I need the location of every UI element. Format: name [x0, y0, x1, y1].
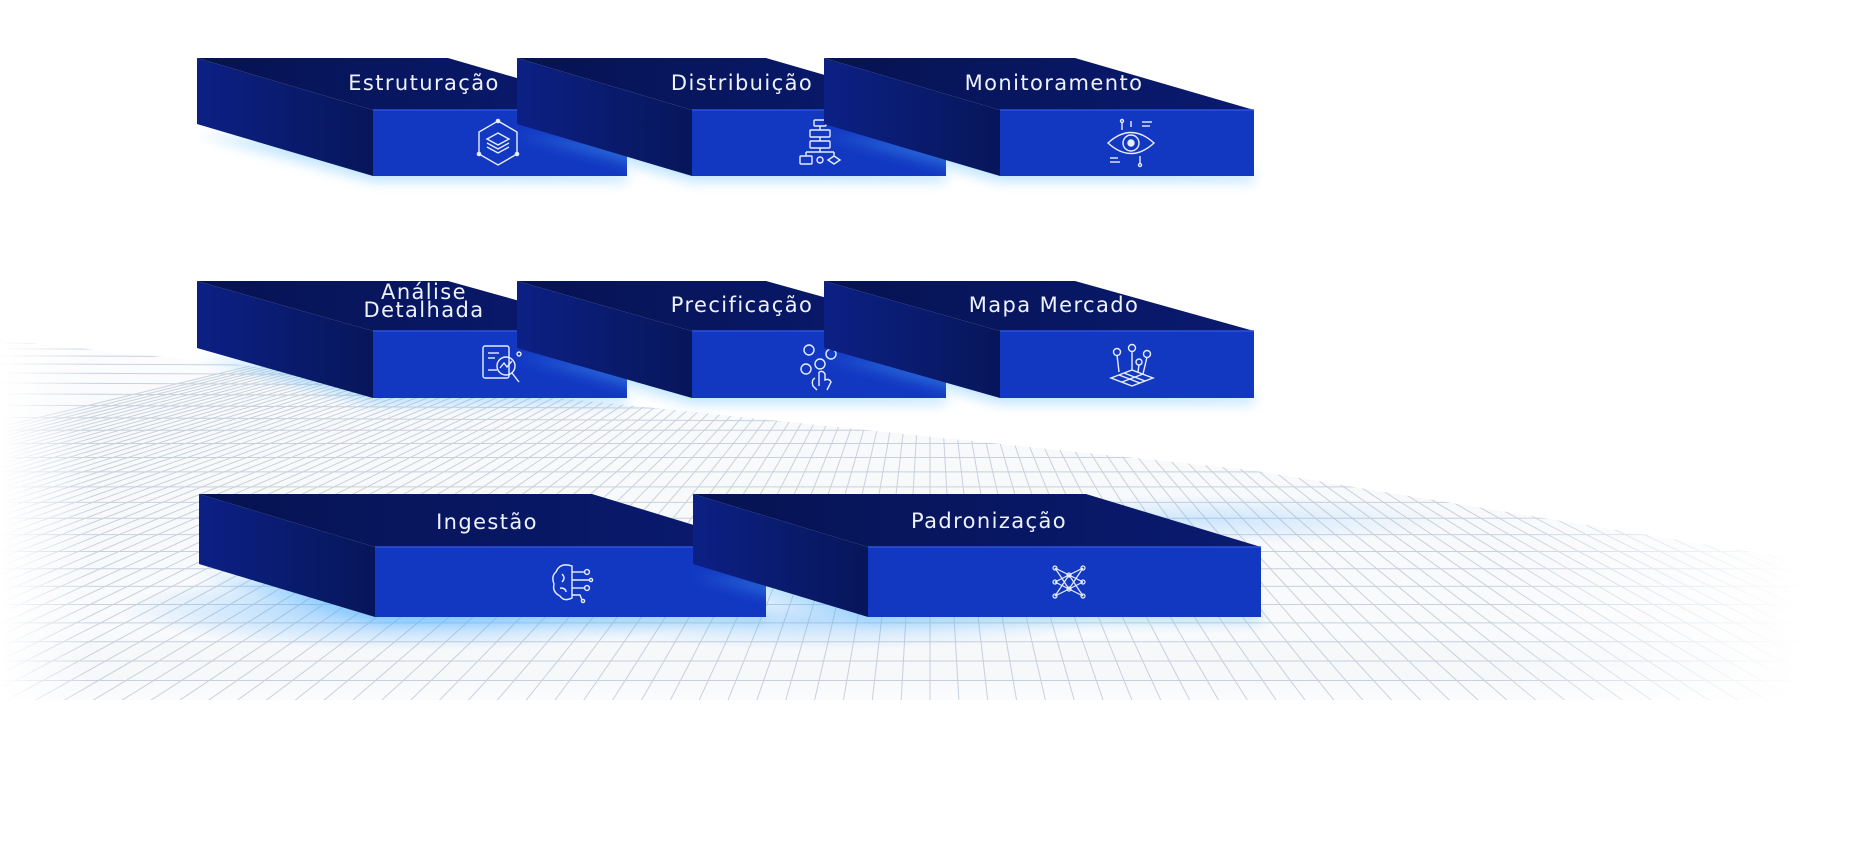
block-title-estruturacao: Estruturação [348, 71, 500, 95]
block-title-distribuicao: Distribuição [670, 71, 814, 95]
block-title-mapa-mercado: Mapa Mercado [968, 293, 1140, 317]
block-title-ingestao: Ingestão [436, 510, 538, 534]
block-title-analise-detalhada: Análise Detalhada [363, 280, 485, 322]
grid-line [0, 348, 1800, 358]
grid-line [0, 340, 1800, 349]
block-title-padronizacao: Padronização [910, 509, 1068, 533]
grid-line [0, 355, 1800, 365]
block-title-monitoramento: Monitoramento [964, 71, 1144, 95]
block-title-precificacao: Precificação [670, 293, 814, 317]
grid-line [0, 342, 1800, 352]
